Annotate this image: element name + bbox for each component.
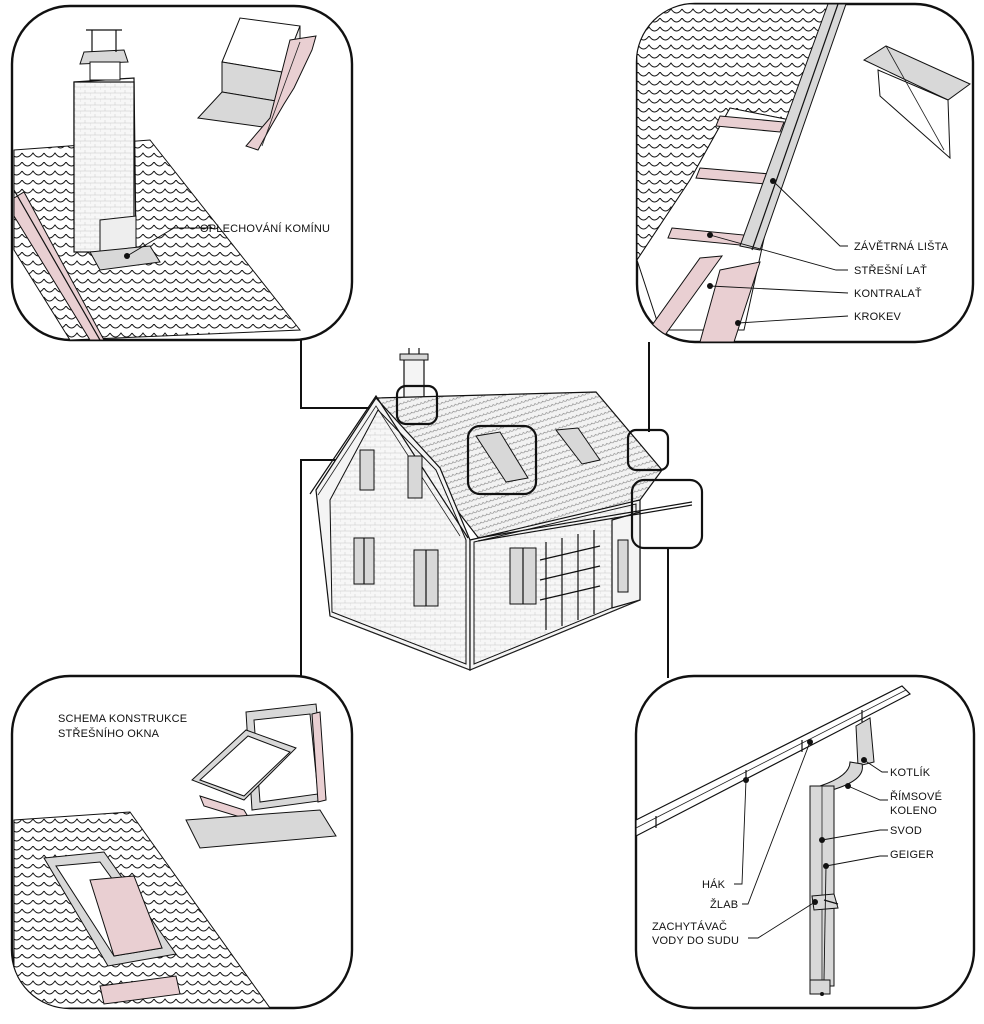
- panel-chimney-flashing: OPLECHOVÁNÍ KOMÍNU: [10, 4, 354, 342]
- highlight-verge: [626, 428, 670, 472]
- connector-chimney: [300, 338, 400, 409]
- window-panel-title-line1: SCHEMA KONSTRUKCE: [58, 713, 187, 725]
- window-panel-title-line2: STŘEŠNÍHO OKNA: [58, 727, 160, 740]
- counter-batten: [639, 255, 724, 342]
- label-hook: HÁK: [702, 878, 726, 891]
- label-diverter-line2: VODY DO SUDU: [652, 935, 739, 947]
- label-elbow-line1: ŘÍMSOVÉ: [890, 790, 942, 803]
- batten-1: [715, 115, 785, 133]
- label-counter-batten: KONTRALAŤ: [854, 287, 922, 300]
- label-gutter: ŽLAB: [710, 898, 738, 911]
- house-roof-window-1: [475, 431, 529, 483]
- label-downpipe: SVOD: [890, 825, 922, 837]
- panel-verge: ZÁVĚTRNÁ LIŠTA STŘEŠNÍ LAŤ KONTRALAŤ KRO…: [635, 2, 975, 344]
- panel-roof-window: SCHEMA KONSTRUKCE STŘEŠNÍHO OKNA: [10, 674, 354, 1010]
- verge-trim: [739, 4, 847, 251]
- label-elbow-line2: KOLENO: [890, 805, 937, 817]
- label-chimney-flashing: OPLECHOVÁNÍ KOMÍNU: [200, 222, 330, 235]
- house-roof-window-2: [555, 427, 601, 465]
- panel-gutter: KOTLÍK ŘÍMSOVÉ KOLENO SVOD GEIGER HÁK ŽL…: [634, 674, 976, 1010]
- label-downpipe-shoe: GEIGER: [890, 849, 934, 861]
- rafter: [699, 261, 761, 342]
- chimney-flashing-detail: [196, 17, 317, 151]
- label-rafter: KROKEV: [854, 311, 902, 323]
- verge-trim-detail: [862, 45, 971, 160]
- gutter-hooks: [655, 710, 863, 828]
- label-verge-trim: ZÁVĚTRNÁ LIŠTA: [854, 240, 949, 253]
- roof-window-exploded: [185, 703, 337, 849]
- house-trellis: [539, 530, 601, 630]
- highlight-roof-window: [466, 424, 538, 496]
- highlight-chimney: [395, 384, 439, 426]
- gutter-trough: [636, 685, 912, 837]
- label-gutter-outlet: KOTLÍK: [890, 766, 931, 779]
- downpipe-shoe: [809, 979, 831, 995]
- house-chimney: [403, 357, 425, 399]
- highlight-gutter: [630, 478, 704, 550]
- label-roof-batten: STŘEŠNÍ LAŤ: [854, 264, 927, 277]
- gutter-outlet: [855, 717, 875, 767]
- label-diverter-line1: ZACHYTÁVAČ: [652, 920, 727, 933]
- house-illustration: [309, 348, 704, 671]
